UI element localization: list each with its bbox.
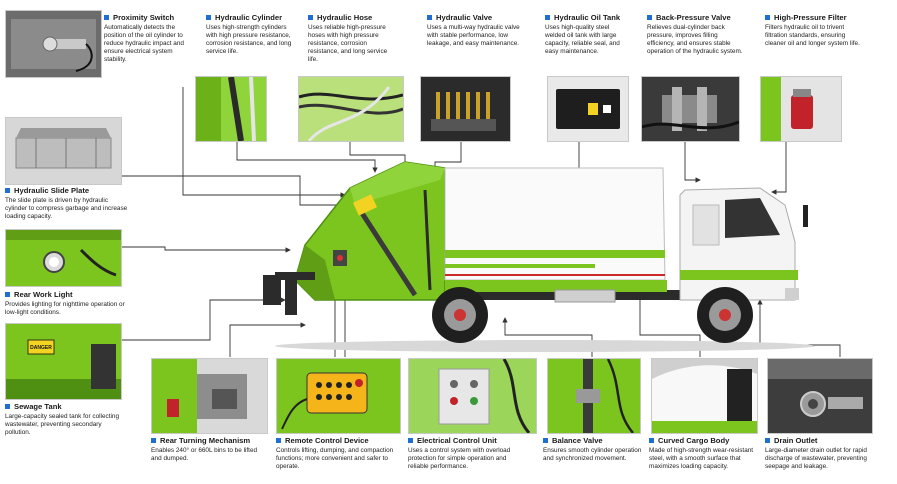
callout-title: Hydraulic Hose — [317, 13, 373, 22]
callout-title: Rear Turning Mechanism — [160, 436, 251, 445]
bullet-square-icon — [308, 15, 313, 20]
callout-rear-work-light: Rear Work Light Provides lighting for ni… — [5, 290, 125, 317]
callout-title: Electrical Control Unit — [417, 436, 497, 445]
callout-description: Large-capacity sealed tank for collectin… — [5, 413, 120, 437]
callout-description: Enables 240° or 660L bins to be lifted a… — [151, 447, 258, 463]
callout-title: Balance Valve — [552, 436, 603, 445]
callout-title: Hydraulic Slide Plate — [14, 186, 90, 195]
callout-hydraulic-hose: Hydraulic Hose Uses reliable high-pressu… — [308, 13, 392, 64]
callout-title: Back-Pressure Valve — [656, 13, 731, 22]
callout-description: Filters hydraulic oil to trivent filtrat… — [765, 24, 860, 48]
line-proximity-switch — [182, 87, 346, 198]
line-sewage-tank — [122, 297, 286, 341]
callout-hydraulic-cylinder: Hydraulic Cylinder Uses high-strength cy… — [206, 13, 292, 56]
bullet-square-icon — [5, 404, 10, 409]
callout-balance-valve: Balance Valve Ensures smooth cylinder op… — [543, 436, 643, 463]
bullet-square-icon — [5, 188, 10, 193]
callout-title: Remote Control Device — [285, 436, 369, 445]
line-back-pressure-valve — [684, 140, 701, 183]
photo-high-pressure-filter — [760, 76, 842, 142]
bullet-square-icon — [545, 15, 550, 20]
callout-remote-control-device: Remote Control Device Controls lifting, … — [276, 436, 400, 471]
bullet-square-icon — [151, 438, 156, 443]
callout-title: Hydraulic Valve — [436, 13, 493, 22]
photo-back-pressure-valve — [641, 76, 740, 142]
line-high-pressure-filter — [771, 140, 787, 195]
line-slide-plate — [122, 175, 336, 206]
callout-title: Hydraulic Oil Tank — [554, 13, 621, 22]
photo-hydraulic-cylinder — [195, 76, 267, 142]
callout-hydraulic-slide-plate: Hydraulic Slide Plate The slide plate is… — [5, 186, 130, 221]
bullet-square-icon — [649, 438, 654, 443]
callout-description: Uses a control system with overload prot… — [408, 447, 511, 471]
callout-description: Uses high-strength cylinders with high p… — [206, 24, 292, 56]
bullet-square-icon — [647, 15, 652, 20]
photo-hydraulic-slide-plate — [5, 117, 122, 185]
callout-description: Large-diameter drain outlet for rapid di… — [765, 447, 867, 471]
line-rear-work-light — [122, 246, 291, 253]
callout-electrical-control-unit: Electrical Control Unit Uses a control s… — [408, 436, 526, 471]
callout-title: Hydraulic Cylinder — [215, 13, 283, 22]
callout-sewage-tank: Sewage Tank Large-capacity sealed tank f… — [5, 402, 125, 437]
photo-drain-outlet — [767, 358, 873, 434]
photo-balance-valve — [547, 358, 641, 434]
bullet-square-icon — [427, 15, 432, 20]
callout-title: Sewage Tank — [14, 402, 62, 411]
photo-hydraulic-hose — [298, 76, 404, 142]
callout-title: Drain Outlet — [774, 436, 818, 445]
callout-description: Automatically detects the position of th… — [104, 24, 184, 64]
bullet-square-icon — [765, 15, 770, 20]
front-wheel — [697, 287, 753, 343]
photo-hydraulic-valve — [420, 76, 511, 142]
callout-title: Curved Cargo Body — [658, 436, 730, 445]
callout-rear-turning-mechanism: Rear Turning Mechanism Enables 240° or 6… — [151, 436, 266, 463]
callout-proximity-switch: Proximity Switch Automatically detects t… — [104, 13, 192, 64]
photo-proximity-switch — [5, 10, 102, 78]
callout-title: Proximity Switch — [113, 13, 175, 22]
callout-hydraulic-oil-tank: Hydraulic Oil Tank Uses high-quality ste… — [545, 13, 631, 56]
callout-curved-cargo-body: Curved Cargo Body Made of high-strength … — [649, 436, 757, 471]
callout-title: High-Pressure Filter — [774, 13, 847, 22]
callout-description: Uses reliable high-pressure hoses with h… — [308, 24, 388, 64]
photo-hydraulic-oil-tank — [547, 76, 629, 142]
callout-hydraulic-valve: Hydraulic Valve Uses a multi-way hydraul… — [427, 13, 523, 48]
photo-curved-cargo-body — [651, 358, 758, 434]
garbage-truck-illustration — [263, 161, 815, 352]
callout-description: Made of high-strength wear-resistant ste… — [649, 447, 754, 471]
photo-rear-work-light — [5, 229, 122, 287]
bullet-square-icon — [104, 15, 109, 20]
rear-wheel — [432, 287, 488, 343]
callout-description: Relieves dual-cylinder back pressure, im… — [647, 24, 743, 56]
bullet-square-icon — [408, 438, 413, 443]
photo-rear-turning-mechanism — [151, 358, 268, 434]
callout-description: Ensures smooth cylinder operation and sy… — [543, 447, 642, 463]
callout-description: Controls lifting, dumping, and compactio… — [276, 447, 394, 471]
callout-description: Uses a multi-way hydraulic valve with st… — [427, 24, 520, 48]
callout-drain-outlet: Drain Outlet Large-diameter drain outlet… — [765, 436, 893, 471]
bullet-square-icon — [5, 292, 10, 297]
callout-high-pressure-filter: High-Pressure Filter Filters hydraulic o… — [765, 13, 861, 48]
photo-electrical-control-unit — [408, 358, 537, 434]
photo-remote-control-device — [276, 358, 401, 434]
callout-title: Rear Work Light — [14, 290, 73, 299]
bullet-square-icon — [206, 15, 211, 20]
line-rear-turning — [229, 322, 306, 357]
bullet-square-icon — [276, 438, 281, 443]
callout-description: The slide plate is driven by hydraulic c… — [5, 197, 128, 221]
bullet-square-icon — [543, 438, 548, 443]
callout-description: Provides lighting for nighttime operatio… — [5, 301, 125, 317]
callout-description: Uses high-quality steel welded oil tank … — [545, 24, 620, 56]
bullet-square-icon — [765, 438, 770, 443]
callout-back-pressure-valve: Back-Pressure Valve Relieves dual-cylind… — [647, 13, 745, 56]
photo-sewage-tank: DANGER — [5, 323, 122, 400]
line-hydraulic-cylinder — [236, 140, 378, 173]
danger-sticker-text: DANGER — [30, 345, 52, 351]
